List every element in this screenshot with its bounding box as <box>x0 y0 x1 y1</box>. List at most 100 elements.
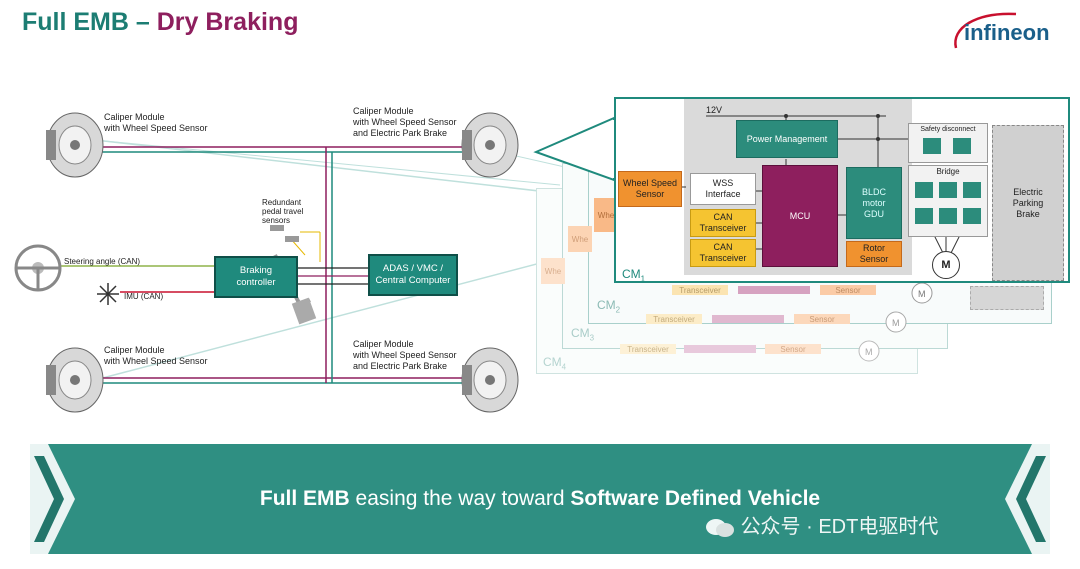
safety-disconnect-block: Safety disconnect <box>908 123 988 163</box>
label-rr: Caliper Module with Wheel Speed Sensor a… <box>353 339 457 372</box>
ghost-sensor-3: Sensor <box>794 314 850 324</box>
motor-icon: M <box>932 251 960 279</box>
power-management-block: Power Management <box>736 120 838 158</box>
cm3-label: CM3 <box>571 327 594 343</box>
switch-icon <box>963 208 981 224</box>
cm1-panel: 12V Power Management Safety disconnect B… <box>614 97 1070 283</box>
ghost-mcu-3 <box>712 315 784 323</box>
epb-line2: Parking <box>1012 197 1044 208</box>
label-pedal: Redundant pedal travel sensors <box>262 198 303 225</box>
cm1-sub: 1 <box>640 274 646 284</box>
wiring-diagram <box>14 112 601 413</box>
ghost-motor-label-4: M <box>865 347 873 357</box>
label-imu: IMU (CAN) <box>124 292 164 301</box>
label-rl-line2: with Wheel Speed Sensor <box>104 356 208 366</box>
switch-icon <box>939 182 957 198</box>
label-rl: Caliper Module with Wheel Speed Sensor <box>104 345 208 367</box>
ghost-transceiver-3: Transceiver <box>646 314 702 324</box>
ghost-motor-label-3: M <box>892 318 900 328</box>
banner-text: Full EMB easing the way toward Software … <box>120 487 960 511</box>
cm4-sub: 4 <box>561 362 567 372</box>
bldc-line3: GDU <box>863 208 884 219</box>
can1-line1: CAN <box>713 212 733 222</box>
label-fr-line3: and Electric Park Brake <box>353 128 448 138</box>
bldc-line1: BLDC <box>861 186 886 197</box>
callout-pointer <box>533 116 616 182</box>
braking-controller-line1: Braking <box>239 265 273 276</box>
wss-interface-line2: Interface <box>705 189 741 199</box>
banner-middle: easing the way toward <box>349 487 571 510</box>
label-fl-line2: with Wheel Speed Sensor <box>104 123 208 133</box>
imu-icon <box>97 283 119 305</box>
v12-label: 12V <box>706 105 723 115</box>
rotor-line2: Sensor <box>859 254 889 264</box>
can2-line2: Transceiver <box>699 253 747 263</box>
title-part2: Dry Braking <box>156 8 299 36</box>
bldc-line2: motor <box>862 197 886 208</box>
wheel-rl-icon <box>46 347 104 413</box>
can2-line1: CAN <box>713 242 733 252</box>
label-rl-line1: Caliper Module <box>104 345 165 355</box>
label-rr-line2: with Wheel Speed Sensor <box>353 350 457 360</box>
wheel-fr-icon <box>461 112 519 178</box>
page-title: Full EMB – Dry Braking <box>22 8 298 37</box>
switch-icon <box>963 182 981 198</box>
watermark-text: 公众号 · EDT电驱时代 <box>740 516 939 538</box>
bridge-label: Bridge <box>936 167 960 176</box>
adas-box: ADAS / VMC / Central Computer <box>368 254 458 296</box>
rotor-line1: Rotor <box>862 243 885 253</box>
epb-line3: Brake <box>1016 208 1040 219</box>
watermark: 公众号 · EDT电驱时代 <box>705 510 938 539</box>
wss-line2: Sensor <box>635 189 665 199</box>
ghost-transceiver-4: Transceiver <box>620 344 676 354</box>
label-rr-line3: and Electric Park Brake <box>353 361 448 371</box>
braking-controller-line2: controller <box>236 277 276 288</box>
wheel-fl-icon <box>46 112 104 178</box>
logo-text: infineon <box>964 20 1050 45</box>
braking-controller-box: Braking controller <box>214 256 298 298</box>
ghost-motor-label-2: M <box>918 289 926 299</box>
cm1-label: CM1 <box>622 268 646 284</box>
bridge-block: Bridge <box>908 165 988 237</box>
switch-icon <box>915 182 933 198</box>
mcu-block: MCU <box>762 165 838 267</box>
switch-icon <box>939 208 957 224</box>
infineon-logo: infineon <box>954 12 1050 49</box>
ghost-sensor-4: Sensor <box>765 344 821 354</box>
label-pedal-line1: Redundant <box>262 198 302 207</box>
ghost-wheel-3: Whe <box>568 226 592 252</box>
switch-icon <box>953 138 971 154</box>
title-part1: Full EMB – <box>22 8 150 36</box>
label-steering: Steering angle (CAN) <box>64 257 141 266</box>
ghost-wheel-4: Whe <box>541 258 565 284</box>
label-fr-line1: Caliper Module <box>353 106 414 116</box>
banner-bold2: Software Defined Vehicle <box>570 487 821 510</box>
wheel-rr-icon <box>461 347 519 413</box>
adas-line2: Central Computer <box>375 275 451 286</box>
label-fr: Caliper Module with Wheel Speed Sensor a… <box>353 106 457 139</box>
label-pedal-line2: pedal travel <box>262 207 304 216</box>
safety-disconnect-label: Safety disconnect <box>920 126 976 133</box>
wss-interface-line1: WSS <box>712 178 734 188</box>
ghost-epb-2 <box>970 286 1044 310</box>
cm4-label: CM4 <box>543 356 567 372</box>
can1-line2: Transceiver <box>699 223 747 233</box>
switch-icon <box>915 208 933 224</box>
cm2-label-text: CM <box>597 298 616 312</box>
ghost-transceiver-2: Transceiver <box>672 285 728 295</box>
bottom-banner <box>30 444 1050 554</box>
epb-line1: Electric <box>1013 186 1043 197</box>
label-fr-line2: with Wheel Speed Sensor <box>353 117 457 127</box>
cm2-sub: 2 <box>615 305 621 315</box>
steering-wheel-icon <box>14 244 62 292</box>
wss-line1: Wheel Speed <box>622 178 678 188</box>
adas-line1: ADAS / VMC / <box>382 263 444 274</box>
wechat-icon <box>705 517 735 539</box>
